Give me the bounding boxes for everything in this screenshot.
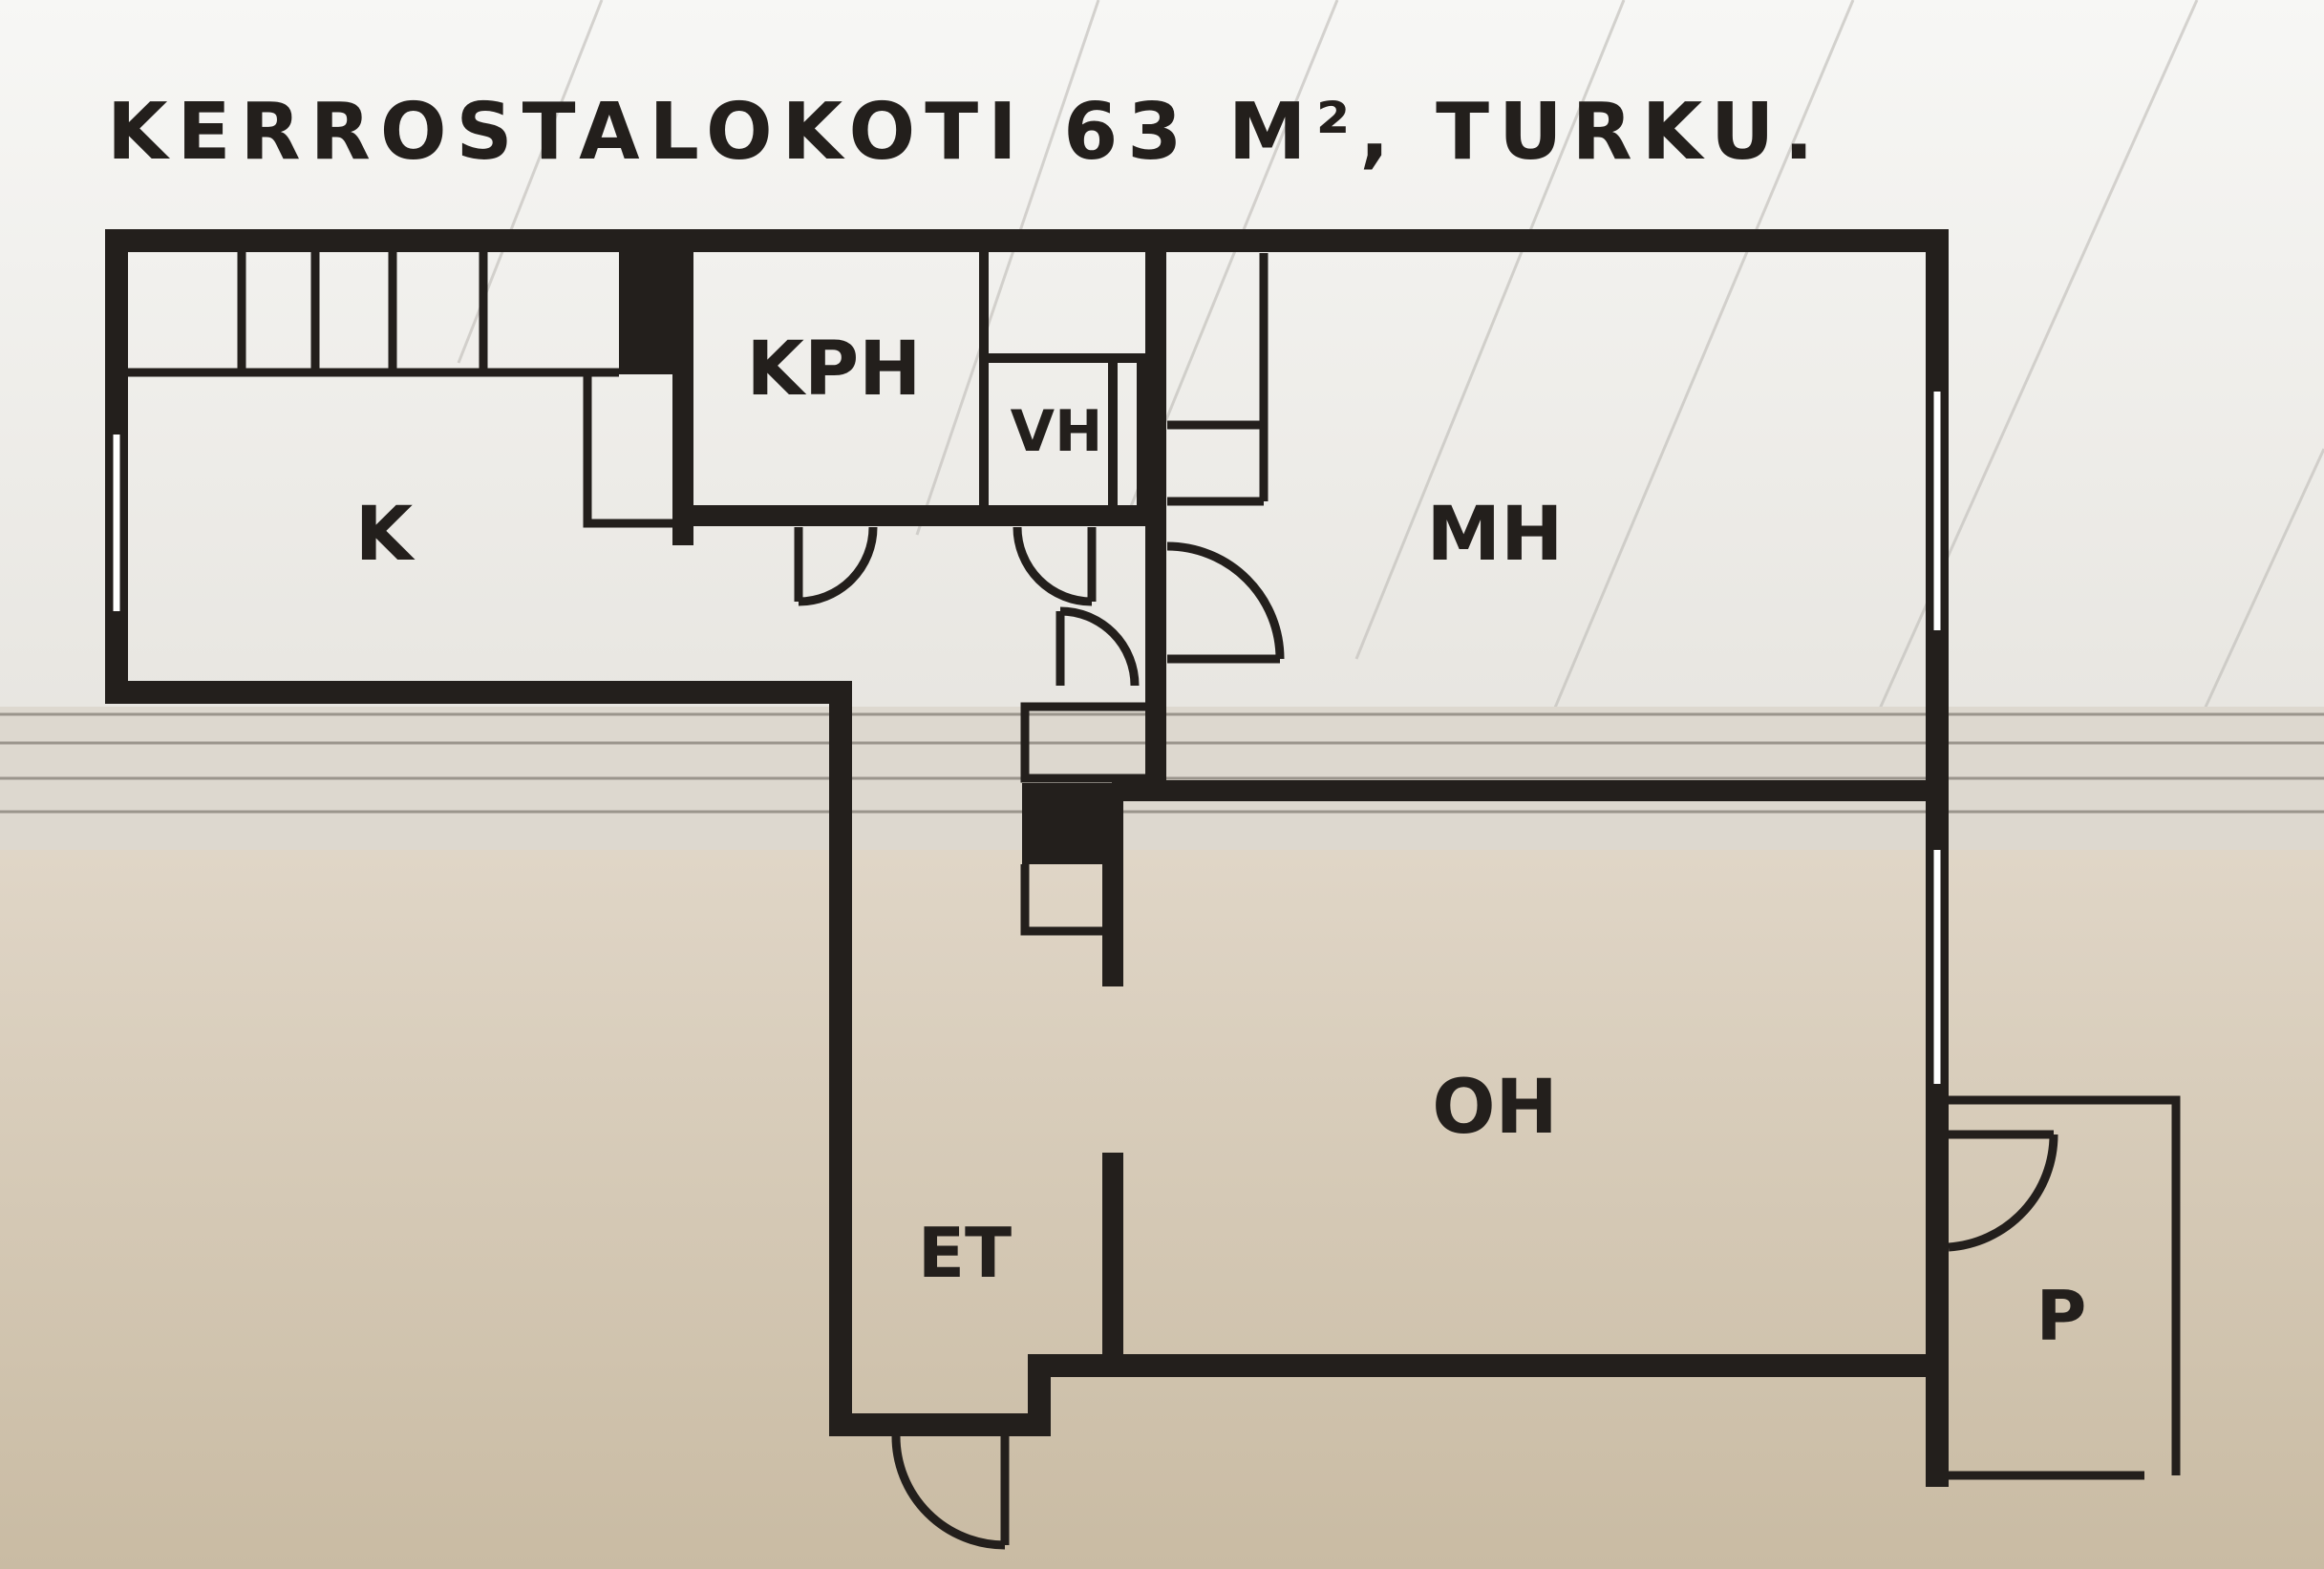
door-closet: [1055, 606, 1140, 687]
kitchen-cabinets: [122, 246, 683, 528]
shaft-2: [1022, 783, 1123, 864]
room-label-kph: KPH: [747, 327, 922, 413]
shafts: [619, 241, 1123, 864]
room-label-p: P: [2036, 1276, 2087, 1356]
windows: [113, 392, 1941, 1084]
room-label-mh: MH: [1427, 492, 1564, 578]
page-title: KERROSTALOKOTI 63 M², TURKU.: [107, 87, 1823, 178]
room-label-k: K: [355, 492, 416, 578]
room-label-vh: VH: [1011, 398, 1103, 465]
door-kph: [794, 526, 878, 606]
room-label-et: ET: [918, 1213, 1012, 1293]
room-labels: KPH VH K MH OH ET P: [355, 327, 2087, 1356]
thin-walls: [979, 241, 1156, 516]
door-balcony: [1948, 1130, 2058, 1252]
interior-walls: [672, 230, 1948, 1376]
balcony: [1943, 1095, 2181, 1480]
closets: [1020, 253, 1269, 936]
room-label-oh: OH: [1432, 1065, 1558, 1151]
door-vh: [1013, 526, 1097, 606]
doors: [794, 526, 2058, 1550]
shaft-1: [619, 241, 690, 374]
door-mh: [1166, 541, 1285, 664]
door-entrance: [891, 1435, 1010, 1550]
